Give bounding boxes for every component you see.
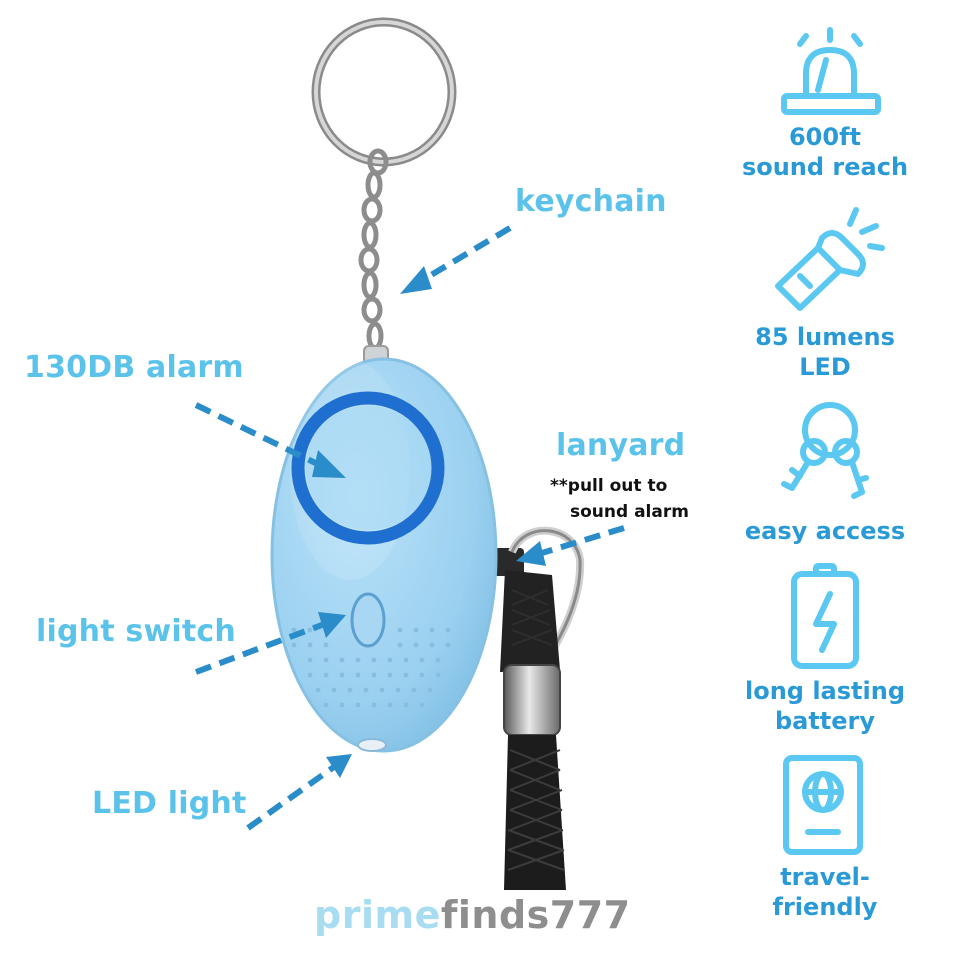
battery-icon: [791, 563, 859, 669]
feature-line: battery: [774, 707, 876, 735]
chain: [358, 148, 389, 351]
lanyard-label: lanyard: [556, 428, 686, 463]
lanyard-strap: [490, 526, 585, 890]
alarm-ring: [291, 391, 445, 545]
alarm-label: 130DB alarm: [24, 350, 244, 385]
lanyard-note-line1: **pull out to: [550, 476, 668, 496]
feature-sound-reach: 600ft sound reach: [715, 122, 935, 182]
siren-icon: [781, 27, 881, 115]
led-lens: [357, 738, 387, 752]
feature-battery: long lasting battery: [715, 676, 935, 736]
brand-watermark: primefinds777: [314, 893, 631, 937]
flashlight-icon: [775, 207, 885, 311]
callout-arrows: [194, 225, 625, 831]
light-switch-button: [350, 592, 386, 648]
passport-icon: [783, 755, 863, 855]
led-light-arrow: [246, 761, 340, 831]
keychain-arrow: [414, 225, 512, 287]
lanyard-arrow: [531, 525, 625, 559]
light-switch-label: light switch: [36, 614, 236, 649]
arrow-heads: [312, 266, 546, 778]
feature-line: easy access: [744, 517, 906, 545]
feature-lumens: 85 lumens LED: [715, 322, 935, 382]
keychain-label: keychain: [515, 184, 667, 219]
led-light-label: LED light: [92, 786, 247, 821]
feature-line: sound reach: [741, 153, 909, 181]
feature-travel: travel- friendly: [715, 862, 935, 922]
feature-easy-access: easy access: [715, 516, 935, 546]
alarm-device: [270, 357, 498, 753]
keyring: [311, 17, 457, 167]
feature-line: travel-: [780, 863, 870, 891]
feature-line: LED: [799, 353, 851, 381]
feature-line: friendly: [772, 893, 878, 921]
feature-line: 85 lumens: [755, 323, 895, 351]
brand-part2: finds777: [440, 893, 631, 937]
keys-icon: [781, 402, 869, 499]
lanyard-note-line2: sound alarm: [570, 502, 689, 522]
feature-line: long lasting: [744, 677, 905, 705]
feature-line: 600ft: [788, 123, 861, 151]
brand-part1: prime: [314, 893, 441, 937]
